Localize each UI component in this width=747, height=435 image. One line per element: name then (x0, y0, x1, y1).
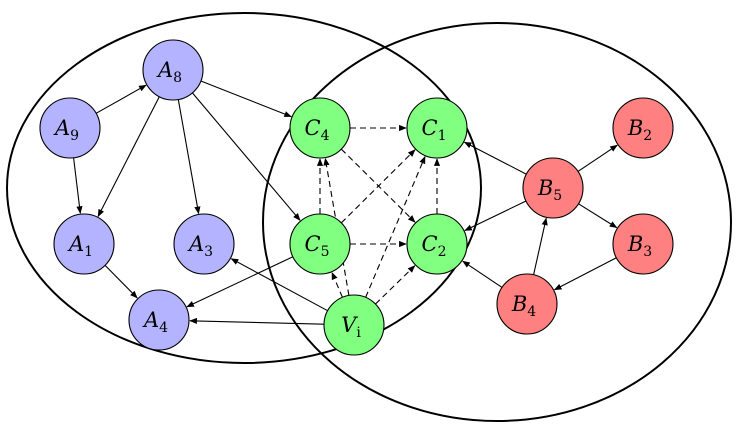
node-subscript: 1 (438, 128, 447, 144)
edge-a1-a4 (104, 265, 138, 299)
node-circle (128, 289, 190, 351)
edge-c5-a4 (186, 256, 294, 308)
node-subscript: 4 (321, 128, 330, 144)
node-label: B3 (627, 232, 652, 260)
node-circle (612, 97, 674, 159)
edge-a9-a1 (73, 157, 83, 214)
edge-b3-b4 (553, 257, 617, 291)
node-subscript: 2 (438, 244, 447, 260)
node-circle (612, 213, 674, 275)
node-circle (39, 97, 101, 159)
edge-b5-c1 (463, 141, 527, 175)
node-letter: A (53, 116, 70, 140)
right-region (262, 22, 732, 422)
edge-vi-c2 (375, 265, 416, 305)
node-b3: B3 (612, 213, 674, 275)
edge-vi-c1 (365, 155, 426, 298)
node-circle (406, 97, 468, 159)
node-subscript: 3 (643, 244, 652, 260)
node-a9: A9 (39, 97, 101, 159)
edge-a8-a1 (97, 96, 160, 218)
node-subscript: 1 (84, 244, 93, 260)
node-circle (496, 273, 558, 335)
node-letter: A (156, 58, 173, 82)
node-a1: A1 (53, 213, 115, 275)
node-label: A8 (156, 58, 182, 86)
node-subscript: 9 (70, 128, 79, 144)
node-subscript: 3 (204, 244, 213, 260)
node-letter: A (142, 308, 159, 332)
node-c1: C1 (406, 97, 468, 159)
node-b5: B5 (522, 157, 584, 219)
node-letter: B (537, 176, 553, 200)
edge-vi-c4 (323, 157, 350, 296)
edge-a9-a8 (95, 84, 147, 114)
node-label: A4 (142, 308, 168, 336)
edge-a8-a3 (177, 99, 201, 215)
edge-b4-c2 (462, 260, 503, 288)
node-a4: A4 (128, 289, 190, 351)
edge-c5-c1 (340, 149, 416, 224)
regions-layer (6, 12, 732, 422)
node-label: A1 (67, 232, 93, 260)
node-letter: C (422, 232, 438, 256)
node-circle (522, 157, 584, 219)
edge-b5-b3 (578, 203, 618, 229)
node-circle (289, 97, 351, 159)
node-circle (289, 213, 351, 275)
node-label: B4 (511, 292, 536, 320)
node-subscript: 5 (553, 188, 562, 204)
node-label: A3 (187, 232, 213, 260)
node-letter: A (67, 232, 84, 256)
node-letter: B (511, 292, 527, 316)
node-c4: C4 (289, 97, 351, 159)
node-c2: C2 (406, 213, 468, 275)
edge-vi-a3 (230, 258, 328, 312)
node-letter: C (305, 116, 321, 140)
node-letter: V (341, 313, 358, 337)
node-label: C2 (422, 232, 447, 260)
edges-layer (73, 80, 618, 325)
node-label: C5 (305, 232, 330, 260)
edge-b5-b2 (577, 144, 618, 172)
edge-vi-c5 (331, 271, 343, 298)
node-subscript: 8 (173, 70, 182, 86)
edge-a8-c5 (191, 92, 301, 221)
node-label: C1 (422, 116, 447, 144)
node-subscript: 4 (159, 320, 168, 336)
node-label: B5 (537, 176, 562, 204)
node-letter: A (187, 232, 204, 256)
node-letter: B (627, 116, 643, 140)
node-circle (406, 213, 468, 275)
node-vi: Vi (323, 294, 385, 356)
edge-b4-b5 (533, 217, 548, 275)
node-circle (142, 39, 204, 101)
node-label: C4 (305, 116, 330, 144)
node-letter: B (627, 232, 643, 256)
node-subscript: 2 (643, 128, 652, 144)
node-subscript: i (356, 325, 361, 341)
node-circle (173, 213, 235, 275)
node-letter: C (422, 116, 438, 140)
edge-b5-c2 (464, 200, 527, 231)
node-subscript: 5 (321, 244, 330, 260)
node-label: B2 (627, 116, 652, 144)
node-label: A9 (53, 116, 79, 144)
edge-vi-a4 (189, 317, 325, 325)
node-letter: C (305, 232, 321, 256)
node-b4: B4 (496, 273, 558, 335)
node-label: Vi (341, 313, 361, 341)
node-c5: C5 (289, 213, 351, 275)
edge-a8-c4 (200, 80, 292, 118)
node-circle (323, 294, 385, 356)
node-subscript: 4 (527, 304, 536, 320)
node-circle (53, 213, 115, 275)
node-a8: A8 (142, 39, 204, 101)
node-b2: B2 (612, 97, 674, 159)
node-a3: A3 (173, 213, 235, 275)
left-region (6, 12, 482, 364)
